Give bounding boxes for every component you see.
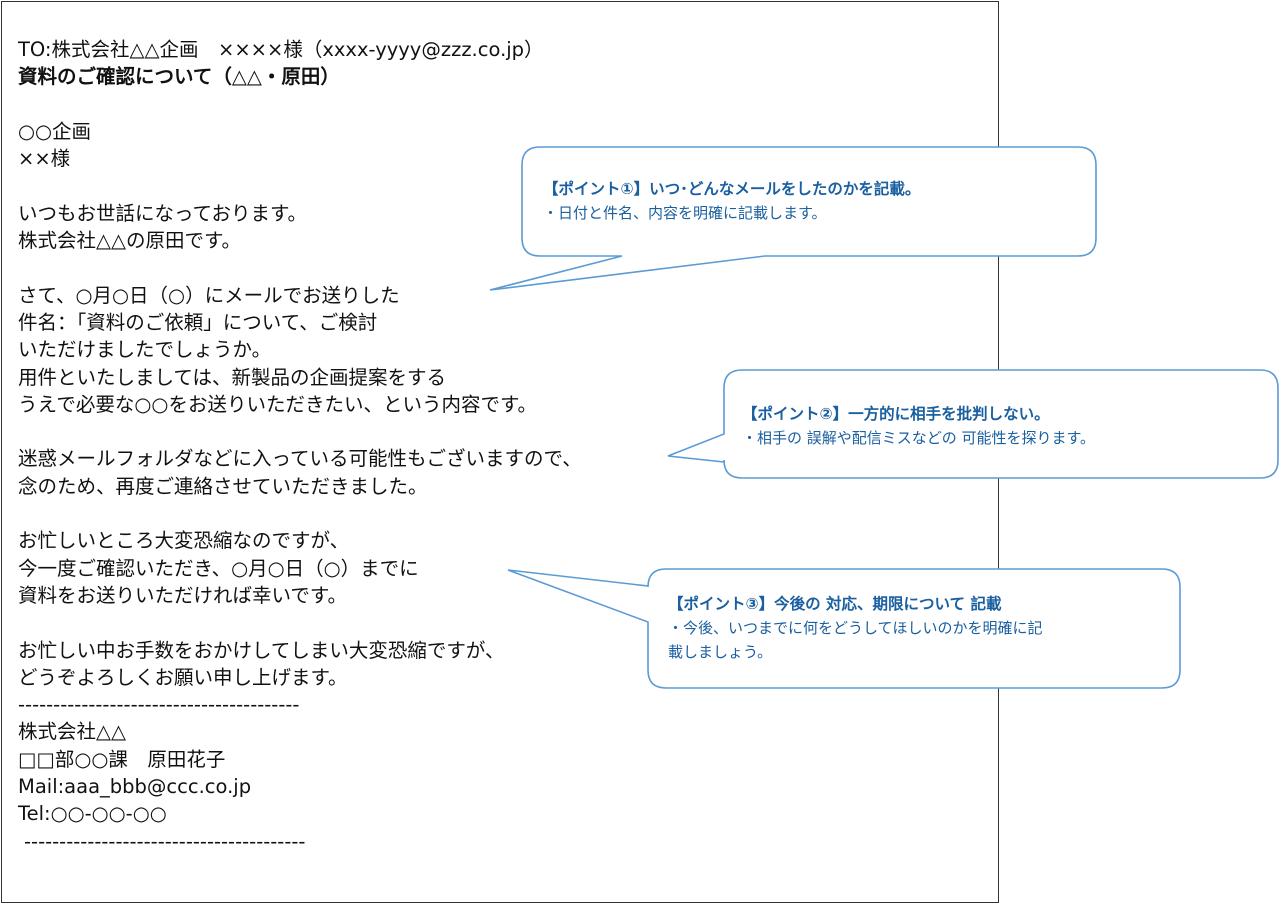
body-line: お忙しいところ大変恐縮なのですが、: [18, 529, 350, 553]
signature-divider: ----------------------------------------: [24, 829, 306, 853]
callout-1: 【ポイント①】いつ･どんなメールをしたのかを記載。 ・日付と件名、内容を明確に記…: [543, 177, 1083, 225]
callout-2-title: 【ポイント②】一方的に相手を批判しない。: [742, 405, 1050, 423]
signature-tel: Tel:○○-○○-○○: [18, 802, 167, 826]
body-line: 用件といたしましては、新製品の企画提案をする: [18, 365, 447, 389]
recipient-company: ○○企画: [18, 119, 92, 143]
body-line: 件名：「資料のご依頼」について、ご検討: [18, 310, 378, 334]
blank-line: [18, 172, 582, 199]
callout-1-line: ・日付と件名、内容を明確に記載します。: [543, 204, 827, 222]
to-line: TO:株式会社△△企画 ××××様（xxxx-yyyy@zzz.co.jp）: [18, 38, 544, 61]
email-body: TO:株式会社△△企画 ××××様（xxxx-yyyy@zzz.co.jp） 資料…: [18, 36, 582, 855]
callout-2: 【ポイント②】一方的に相手を批判しない。 ・相手の 誤解や配信ミスなどの 可能性…: [742, 402, 1272, 450]
closing-line: お忙しい中お手数をおかけしてしまい大変恐縮ですが、: [18, 638, 505, 662]
signature-divider: ----------------------------------------: [18, 693, 300, 717]
blank-line: [18, 609, 582, 636]
body-line: さて、○月○日（○）にメールでお送りした: [18, 283, 400, 307]
greeting-line: いつもお世話になっております。: [18, 201, 307, 225]
blank-line: [18, 500, 582, 527]
recipient-name: ××様: [18, 147, 71, 171]
callout-2-line: ・相手の 誤解や配信ミスなどの 可能性を探ります。: [742, 429, 1096, 447]
blank-line: [18, 418, 582, 445]
callout-3-line: ・今後、いつまでに何をどうしてほしいのかを明確に記: [668, 619, 1043, 637]
body-line: 迷惑メールフォルダなどに入っている可能性もございますので、: [18, 447, 582, 471]
blank-line: [18, 91, 582, 118]
callout-3: 【ポイント③】今後の 対応、期限について 記載 ・今後、いつまでに何をどうしてほ…: [668, 592, 1168, 664]
callout-3-title: 【ポイント③】今後の 対応、期限について 記載: [668, 595, 1002, 613]
signature-mail: Mail:aaa_bbb@ccc.co.jp: [18, 775, 252, 799]
body-line: いただけましたでしょうか。: [18, 338, 272, 362]
body-line: 今一度ご確認いただき、○月○日（○）までに: [18, 556, 419, 580]
callout-3-line: 載しましょう。: [668, 643, 773, 661]
email-document: TO:株式会社△△企画 ××××様（xxxx-yyyy@zzz.co.jp） 資料…: [1, 1, 999, 903]
body-line: 資料をお送りいただければ幸いです。: [18, 583, 347, 607]
blank-line: [18, 254, 582, 281]
signature-name: □□部○○課 原田花子: [18, 747, 226, 771]
callout-1-title: 【ポイント①】いつ･どんなメールをしたのかを記載。: [543, 180, 921, 198]
sender-intro-line: 株式会社△△の原田です。: [18, 229, 242, 253]
subject-line: 資料のご確認について（△△・原田）: [18, 65, 340, 89]
signature-company: 株式会社△△: [18, 720, 126, 744]
closing-line: どうぞよろしくお願い申し上げます。: [18, 665, 348, 689]
body-line: うえで必要な○○をお送りいただきたい、という内容です。: [18, 392, 537, 416]
body-line: 念のため、再度ご連絡させていただきました。: [18, 474, 428, 498]
